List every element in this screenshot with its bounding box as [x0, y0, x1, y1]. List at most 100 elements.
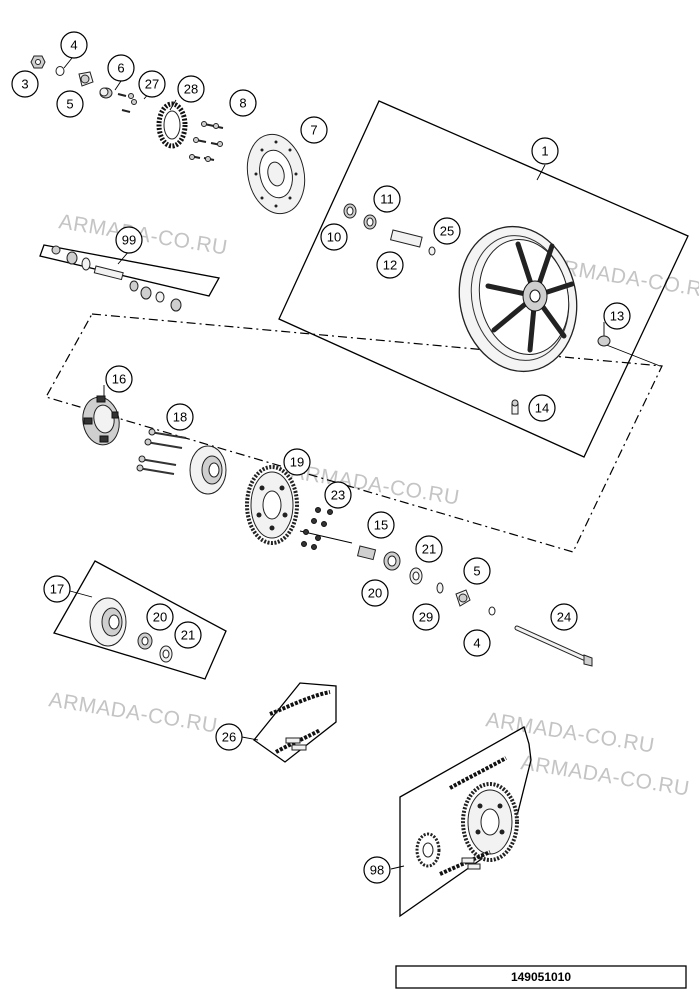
callout-14: 14	[528, 394, 556, 422]
svg-text:27: 27	[145, 77, 159, 92]
svg-text:19: 19	[290, 455, 304, 470]
callout-5: 5	[56, 90, 84, 118]
callout-13: 13	[603, 302, 631, 330]
wheel-group-parts	[343, 203, 611, 415]
svg-text:4: 4	[70, 38, 77, 53]
svg-text:8: 8	[239, 96, 246, 111]
sprocket-carrier-hub	[189, 445, 227, 495]
bolts-part-27	[117, 93, 137, 113]
callout-27: 27	[138, 70, 166, 98]
watermark: ARMADA-CO.RU	[47, 688, 219, 737]
watermark: ARMADA-CO.RU	[519, 751, 691, 800]
svg-text:18: 18	[173, 410, 187, 425]
spacer-part-29	[436, 582, 444, 594]
spacer-part-6	[99, 87, 113, 99]
svg-text:24: 24	[557, 610, 571, 625]
bolts-part-8	[189, 121, 224, 162]
callout-29: 29	[412, 603, 440, 631]
callout-5b: 5	[463, 557, 491, 585]
callout-4: 4	[60, 31, 88, 59]
svg-text:29: 29	[419, 610, 433, 625]
nuts-part-23	[301, 507, 333, 550]
watermark: ARMADA-CO.RU	[289, 460, 461, 509]
svg-text:4: 4	[473, 636, 480, 651]
callout-24: 24	[550, 603, 578, 631]
callout-20: 20	[361, 579, 389, 607]
adjuster-part-5b	[455, 589, 471, 607]
callouts: 1 3 4 5 6 27 28 8 7 99 11 10 25 12 13 14…	[11, 31, 631, 884]
hub-group-frame	[45, 313, 663, 553]
adjuster-part-5	[78, 71, 94, 87]
group-frames	[39, 100, 689, 918]
svg-text:23: 23	[331, 488, 345, 503]
spacer-sleeve-part-12	[389, 229, 423, 248]
svg-text:5: 5	[473, 564, 480, 579]
washer-part-4b	[488, 606, 496, 616]
callout-15: 15	[367, 511, 395, 539]
watermark: ARMADA-CO.RU	[484, 708, 656, 757]
svg-text:99: 99	[122, 233, 136, 248]
spacer-kit-frame	[39, 244, 221, 297]
washer-part-4	[55, 66, 65, 76]
callout-16: 16	[105, 365, 133, 393]
svg-text:15: 15	[374, 518, 388, 533]
spacer-kit-part-99	[51, 245, 182, 312]
callout-99: 99	[115, 226, 143, 254]
svg-text:12: 12	[383, 258, 397, 273]
callout-98: 98	[363, 856, 391, 884]
svg-text:28: 28	[184, 82, 198, 97]
chain-kit-frame	[399, 726, 532, 918]
callout-6: 6	[107, 54, 135, 82]
reference-number-box: 149051010	[395, 965, 687, 989]
svg-text:21: 21	[181, 628, 195, 643]
svg-text:21: 21	[422, 542, 436, 557]
svg-text:11: 11	[380, 192, 394, 207]
svg-text:98: 98	[370, 863, 384, 878]
svg-text:14: 14	[535, 401, 549, 416]
nut-part-3	[30, 55, 46, 69]
svg-text:3: 3	[21, 77, 28, 92]
callout-25: 25	[433, 217, 461, 245]
callout-17: 17	[43, 575, 71, 603]
chain-part-26	[269, 690, 331, 754]
reference-number: 149051010	[511, 970, 571, 984]
spacer-part-15	[356, 545, 377, 561]
bolts-part-18	[136, 428, 187, 475]
sprocket-part-19	[245, 465, 299, 545]
callout-26: 26	[215, 723, 243, 751]
axle-part-24	[514, 625, 593, 667]
hub-kit-part-17	[89, 597, 173, 663]
chain-kit-part-98	[415, 756, 519, 876]
sprocket-carrier-part-28	[156, 101, 188, 149]
svg-text:25: 25	[440, 224, 454, 239]
wheel-assembly-frame	[278, 100, 689, 458]
callout-8: 8	[229, 89, 257, 117]
callout-12: 12	[376, 251, 404, 279]
callout-1: 1	[531, 137, 559, 165]
rear-rim-part-1	[458, 225, 578, 373]
svg-text:17: 17	[50, 582, 64, 597]
callout-20b: 20	[146, 603, 174, 631]
callout-28: 28	[177, 75, 205, 103]
callout-19: 19	[283, 448, 311, 476]
svg-text:5: 5	[66, 97, 73, 112]
svg-text:20: 20	[368, 586, 382, 601]
hardware-top-left	[30, 55, 224, 162]
svg-text:20: 20	[153, 610, 167, 625]
brake-disc-part-7	[246, 133, 306, 215]
callout-4b: 4	[463, 629, 491, 657]
hub-kit-frame	[53, 560, 227, 680]
callout-18: 18	[166, 403, 194, 431]
callout-11: 11	[373, 185, 401, 213]
svg-text:16: 16	[112, 372, 126, 387]
callout-7: 7	[300, 116, 328, 144]
damper-part-16	[82, 395, 120, 446]
svg-text:10: 10	[327, 230, 341, 245]
leader-lines	[63, 57, 661, 870]
svg-text:1: 1	[541, 144, 548, 159]
svg-text:7: 7	[310, 123, 317, 138]
callout-23: 23	[324, 481, 352, 509]
chain-frame	[253, 682, 337, 763]
valve-part-14	[511, 399, 519, 415]
